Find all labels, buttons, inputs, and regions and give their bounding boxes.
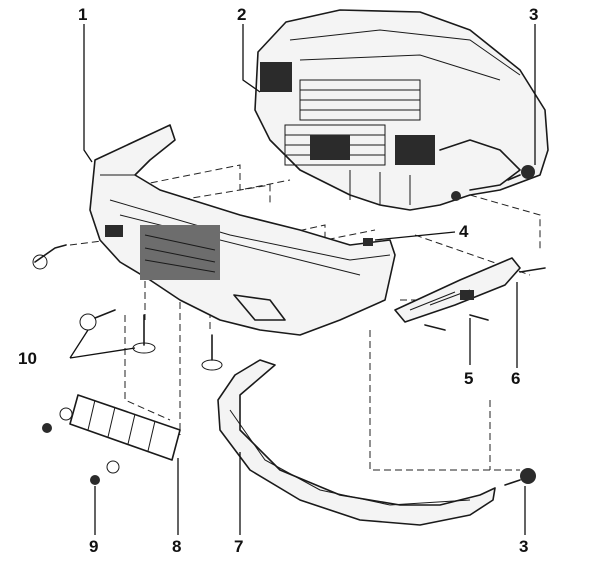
- callout-1: 1: [78, 5, 87, 24]
- callout-5: 5: [464, 369, 473, 388]
- car-front-end: [254, 9, 549, 211]
- leader-lines: [69, 24, 536, 535]
- callout-9: 9: [89, 537, 98, 556]
- callout-3-top: 3: [529, 5, 538, 24]
- callouts: 1 2 3 4 5 6 10 9 8 7 3: [18, 5, 538, 556]
- callout-3-bottom: 3: [519, 537, 528, 556]
- callout-7: 7: [234, 537, 243, 556]
- callout-10: 10: [18, 349, 37, 368]
- fasteners: [32, 165, 536, 486]
- lower-spoiler: [217, 359, 496, 526]
- callout-2: 2: [237, 5, 246, 24]
- bumper-cover: [89, 124, 396, 336]
- callout-8: 8: [172, 537, 181, 556]
- callout-4: 4: [459, 222, 469, 241]
- bumper-bracket: [363, 238, 546, 331]
- callout-6: 6: [511, 369, 520, 388]
- grille-insert: [69, 394, 181, 461]
